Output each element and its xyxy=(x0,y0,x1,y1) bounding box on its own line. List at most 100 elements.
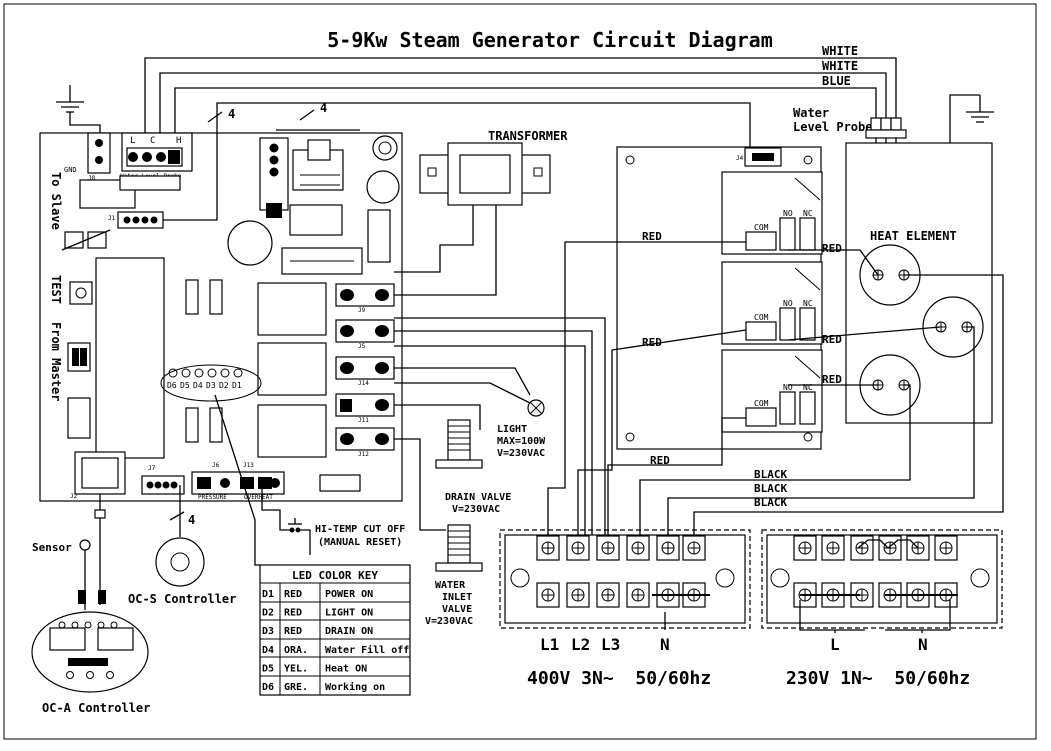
rating-400v: 400V 3N~ 50/60hz xyxy=(527,668,711,689)
light-label-3: V=230VAC xyxy=(497,448,545,459)
relay1-com: COM xyxy=(754,223,769,232)
led-key-cell: POWER ON xyxy=(325,589,373,600)
relay2-no: NO xyxy=(783,299,793,308)
light-label-1: LIGHT xyxy=(497,424,527,435)
hi-temp-switch-icon xyxy=(288,518,302,533)
water-level-probe-title-1: Water xyxy=(793,106,829,120)
led-key-cell: GRE. xyxy=(284,682,308,693)
led-d1: D1 xyxy=(232,381,242,390)
hi-temp-label-2: (MANUAL RESET) xyxy=(318,537,402,548)
ground-icon-right xyxy=(966,95,994,123)
black-label-3: BLACK xyxy=(754,496,787,509)
wire-mark-2: 4 xyxy=(320,101,327,115)
led-key-cell: RED xyxy=(284,589,302,600)
oc-s-controller-icon xyxy=(155,537,205,587)
microcontroller-chip xyxy=(95,257,165,459)
terminal-n-230: N xyxy=(918,635,928,654)
to-slave-label: To Slave xyxy=(49,172,63,230)
led-key-cell: Heat ON xyxy=(325,663,367,674)
connector-j14: J14 xyxy=(358,380,369,387)
transformer xyxy=(419,142,551,206)
wire-label-white-2: WHITE xyxy=(822,59,858,73)
light-bulb-icon xyxy=(527,399,545,417)
terminal-block-230v xyxy=(761,529,1003,633)
connector-j12: J12 xyxy=(358,451,369,458)
led-key-cell: D5 xyxy=(262,663,274,674)
rating-230v: 230V 1N~ 50/60hz xyxy=(786,668,970,689)
connector-j11: J11 xyxy=(358,417,369,424)
test-label: TEST xyxy=(49,275,63,304)
transformer-label: TRANSFORMER xyxy=(488,129,568,143)
led-key-cell: DRAIN ON xyxy=(325,626,373,637)
led-key-cell: D6 xyxy=(262,682,274,693)
led-d3: D3 xyxy=(206,381,216,390)
diagram-title: 5-9Kw Steam Generator Circuit Diagram xyxy=(327,28,773,52)
relay3-com: COM xyxy=(754,399,769,408)
led-key-cell: D2 xyxy=(262,608,274,619)
water-inlet-label-3: VALVE xyxy=(442,604,472,615)
led-key-cell: RED xyxy=(284,626,302,637)
header-l: L xyxy=(130,136,135,146)
led-key-cell: RED xyxy=(284,608,302,619)
red-label-5: RED xyxy=(822,333,842,346)
red-label-1: RED xyxy=(642,230,662,243)
relay3-no: NO xyxy=(783,383,793,392)
led-key-cell: YEL. xyxy=(284,663,308,674)
connector-j2: J2 xyxy=(70,493,78,500)
water-inlet-label-4: V=230VAC xyxy=(425,616,473,627)
outer-frame xyxy=(3,3,1037,740)
heat-element: HEAT ELEMENT xyxy=(845,142,993,424)
red-label-3: RED xyxy=(650,454,670,467)
terminal-l-230: L xyxy=(830,635,840,654)
terminal-l3: L3 xyxy=(601,635,620,654)
header-c: C xyxy=(150,136,155,146)
connector-j8: J8 xyxy=(88,175,96,182)
board-output-connectors: J9 J5 J14 J11 J12 xyxy=(319,283,395,492)
water-inlet-label-2: INLET xyxy=(442,592,472,603)
terminal-block-400v xyxy=(499,529,751,630)
header-h: H xyxy=(176,136,181,146)
led-key-cell: D3 xyxy=(262,626,274,637)
oc-a-controller-label: OC-A Controller xyxy=(42,701,150,715)
pressure-label: PRESSURE xyxy=(198,494,227,501)
terminal-l1: L1 xyxy=(540,635,559,654)
led-d2: D2 xyxy=(219,381,229,390)
led-key-cell: LIGHT ON xyxy=(325,608,373,619)
oc-a-controller-icon xyxy=(31,611,149,693)
sensor-icon xyxy=(79,539,91,551)
led-key-cell: D1 xyxy=(262,589,274,600)
red-label-4: RED xyxy=(822,242,842,255)
led-key-cell: ORA. xyxy=(284,645,308,656)
led-key-title: LED COLOR KEY xyxy=(292,569,378,582)
red-label-2: RED xyxy=(642,336,662,349)
led-d6: D6 xyxy=(167,381,177,390)
from-master-label: From Master xyxy=(49,322,63,401)
led-key-cell: Water Fill off xyxy=(325,644,409,656)
ground-icon-left xyxy=(56,85,84,113)
connector-j7: J7 xyxy=(148,465,156,472)
relay-module: J4 COM NO NC COM NO NC COM NO NC xyxy=(616,146,823,450)
relay1-no: NO xyxy=(783,209,793,218)
hi-temp-label-1: HI-TEMP CUT OFF xyxy=(315,524,405,535)
led-d4: D4 xyxy=(193,381,203,390)
drain-valve-coil xyxy=(435,419,483,469)
relay1-nc: NC xyxy=(803,209,813,218)
black-label-1: BLACK xyxy=(754,468,787,481)
red-label-6: RED xyxy=(822,373,842,386)
heat-element-label: HEAT ELEMENT xyxy=(870,229,957,243)
relay-1 xyxy=(257,282,327,336)
relay3-nc: NC xyxy=(803,383,813,392)
drain-valve-label-1: DRAIN VALVE xyxy=(445,492,511,503)
terminal-n-400: N xyxy=(660,635,670,654)
water-level-probe-title-2: Level Probe xyxy=(793,120,872,134)
wire-label-blue: BLUE xyxy=(822,74,851,88)
terminal-l2: L2 xyxy=(571,635,590,654)
probe-wires xyxy=(144,57,897,150)
connector-j9: J9 xyxy=(358,307,366,314)
relay-2 xyxy=(257,342,327,396)
relay-3 xyxy=(257,404,327,458)
gnd-label: GND xyxy=(64,166,77,174)
